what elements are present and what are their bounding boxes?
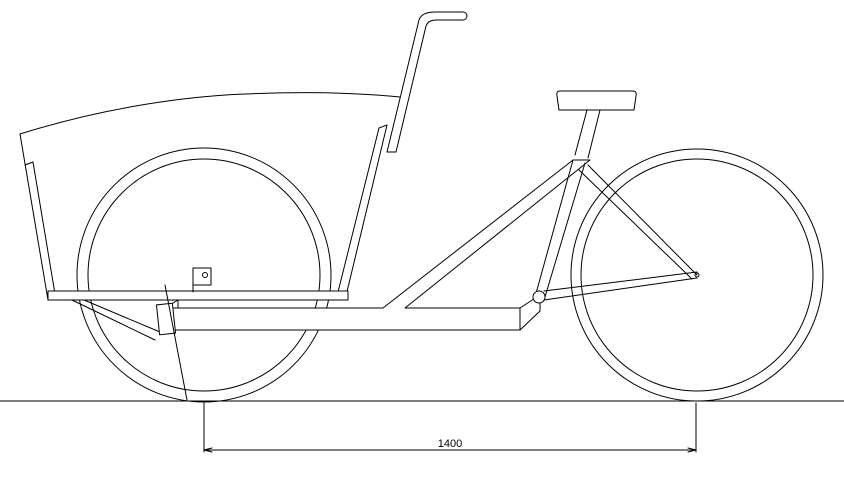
seat — [556, 90, 637, 159]
cargo-box-front-wall — [19, 133, 49, 301]
dimension-arrow-right — [687, 447, 697, 453]
dimension-arrow-left — [203, 447, 213, 453]
chain-stay — [543, 271, 698, 301]
wheelbase-dimension: 1400 — [203, 402, 697, 453]
handlebar — [386, 11, 468, 153]
rear-tire-inner — [580, 158, 814, 392]
seat-tube — [534, 159, 586, 298]
cargo-box-front-post — [24, 161, 57, 301]
front-wheel — [76, 147, 332, 403]
rear-axle — [694, 272, 700, 278]
seat-stay — [578, 164, 698, 280]
front-tire-outer — [76, 147, 332, 403]
seat-post — [574, 109, 601, 159]
saddle — [556, 90, 637, 111]
handlebar-outer — [386, 11, 464, 153]
cargo-box-rear-post — [335, 124, 388, 301]
steering-rod — [164, 284, 188, 401]
frame — [164, 159, 700, 331]
steering-bracket — [155, 302, 177, 336]
dimension-label: 1400 — [438, 438, 462, 450]
kingpin-pivot — [202, 272, 208, 278]
bottom-bracket — [532, 290, 546, 304]
rear-tire-outer — [570, 148, 824, 402]
frame-main-tube — [164, 159, 591, 331]
cargo-box-cover — [19, 92, 401, 135]
kingpin-bracket — [192, 267, 212, 293]
cargo-box-floor — [47, 290, 349, 301]
steering-arm — [71, 299, 161, 341]
front-tire-inner — [87, 158, 321, 392]
rear-wheel — [570, 148, 824, 402]
cargo-box — [19, 92, 401, 301]
handlebar-grip-end — [462, 11, 468, 21]
steering-linkage — [71, 267, 212, 401]
handlebar-inner — [395, 19, 464, 153]
